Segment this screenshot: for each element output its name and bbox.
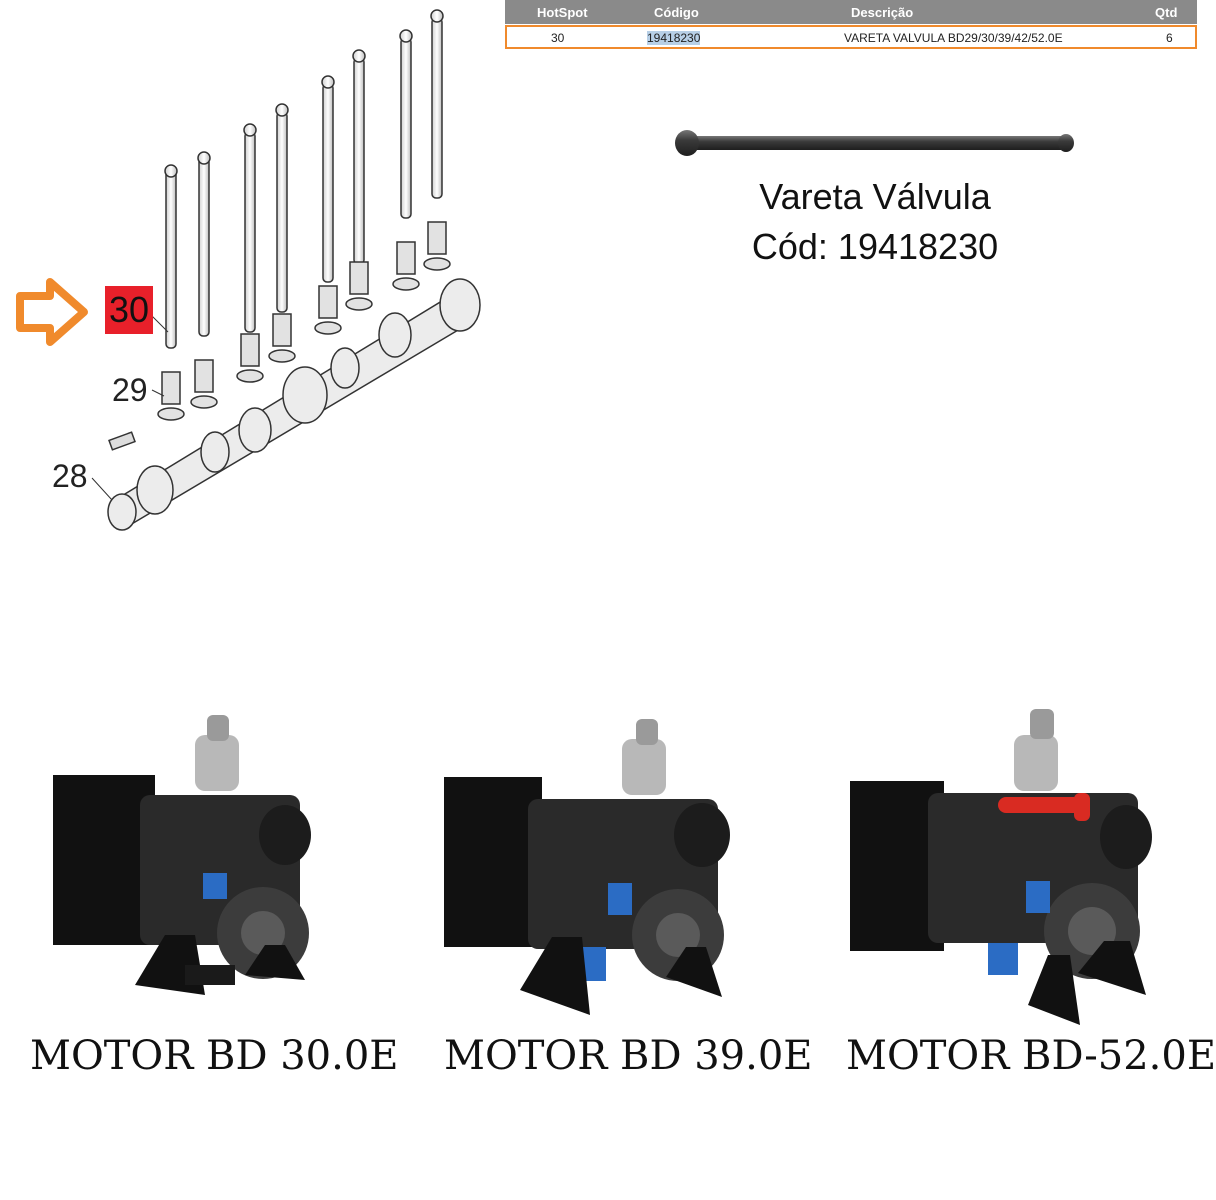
product-code: Cód: 19418230 [751, 226, 999, 267]
header-code: Código [654, 5, 699, 20]
engine-image [850, 709, 1152, 1025]
callout-29[interactable]: 29 [112, 372, 148, 408]
exploded-diagram [16, 9, 481, 531]
motor-card[interactable]: MOTOR BD 30.0E [30, 705, 399, 1079]
motor-card[interactable]: MOTOR BD 39.0E [440, 715, 813, 1079]
header-qty: Qtd [1155, 5, 1178, 20]
cell-code[interactable]: 19418230 [647, 31, 701, 45]
callout-28[interactable]: 28 [52, 458, 88, 494]
engine-image [53, 715, 311, 995]
cell-hotspot: 30 [551, 31, 565, 45]
header-hotspot: HotSpot [537, 5, 588, 20]
header-description: Descrição [851, 5, 914, 20]
motor-label: MOTOR BD 39.0E [444, 1033, 813, 1079]
motor-label: MOTOR BD 30.0E [30, 1033, 399, 1079]
table-row[interactable]: 30 19418230 VARETA VALVULA BD29/30/39/42… [505, 25, 1197, 49]
parts-table: HotSpot Código Descrição Qtd 30 19418230… [505, 0, 1197, 49]
product-name: Vareta Válvula [759, 176, 991, 217]
callout-30[interactable]: 30 [105, 286, 153, 334]
push-rod-image [675, 130, 1074, 156]
engine-image [444, 719, 730, 1015]
cell-qty: 6 [1166, 31, 1173, 45]
motor-label: MOTOR BD-52.0E [846, 1033, 1216, 1079]
motor-card[interactable]: MOTOR BD-52.0E [846, 705, 1216, 1079]
table-header: HotSpot Código Descrição Qtd [505, 0, 1197, 24]
cell-description: VARETA VALVULA BD29/30/39/42/52.0E [844, 31, 1063, 45]
arrow-right-icon [16, 278, 88, 346]
